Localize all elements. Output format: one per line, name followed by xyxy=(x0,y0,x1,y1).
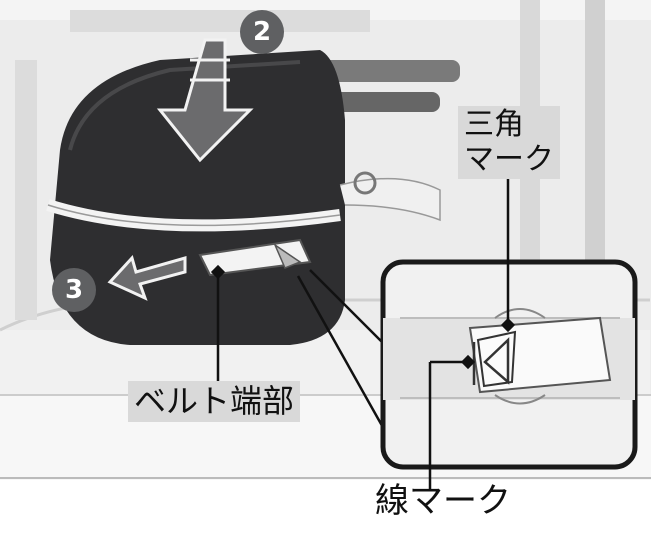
step-3-badge: 3 xyxy=(52,268,96,312)
frame-bar-top xyxy=(70,10,370,32)
push-down-arrow xyxy=(156,38,254,163)
callout-line-lower xyxy=(296,275,392,441)
strap-ring xyxy=(353,171,377,195)
belt-end-buckle xyxy=(198,238,312,277)
step-2-badge: 2 xyxy=(240,10,284,54)
triangle-mark-label: 三角 マーク xyxy=(458,106,560,179)
frame-post-far xyxy=(585,0,605,330)
triangle-mark-label-line2: マーク xyxy=(464,141,554,177)
zoom-inset xyxy=(380,259,638,470)
line-mark-label: 線マーク xyxy=(375,481,511,521)
frame-post-left xyxy=(15,60,37,320)
callout-line-upper xyxy=(309,269,386,346)
triangle-mark-label-line1: 三角 xyxy=(464,107,524,142)
belt-end-label: ベルト端部 xyxy=(128,381,301,422)
pull-left-arrow xyxy=(107,255,187,301)
triangle-mark-graphic xyxy=(483,337,510,385)
